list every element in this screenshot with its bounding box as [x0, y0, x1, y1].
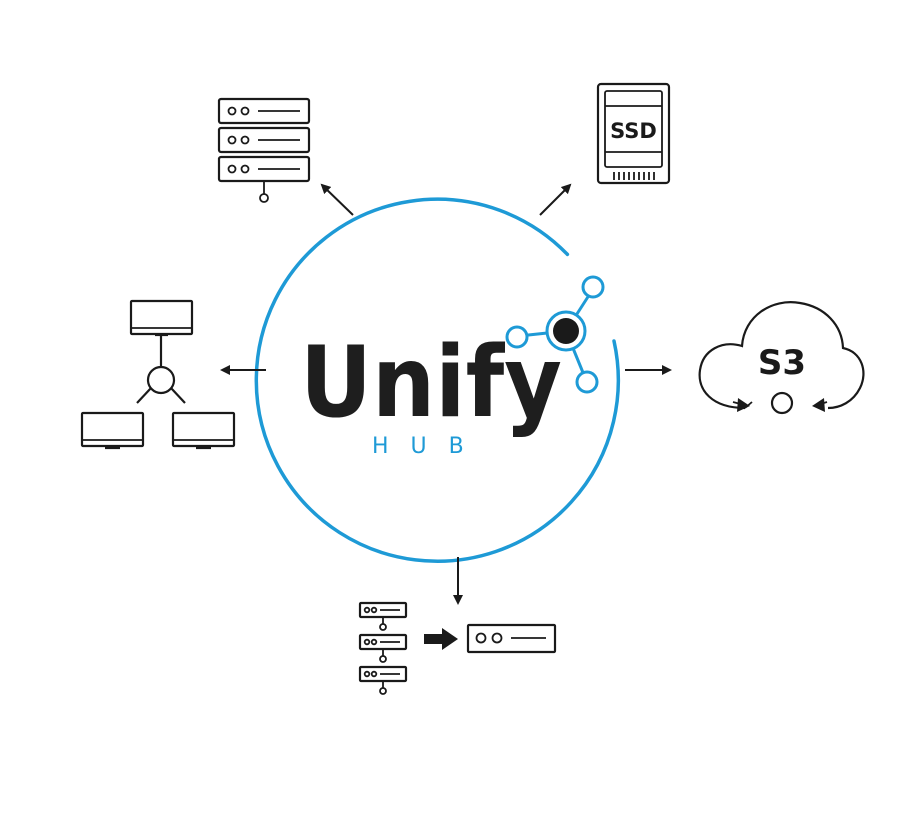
- connection-arrows: [220, 183, 672, 605]
- hub-molecule-icon: [505, 275, 605, 394]
- arrow-to-ssd: [539, 183, 572, 216]
- logo-subtitle: HUB: [372, 434, 486, 459]
- server-stack-icon: [217, 97, 311, 203]
- server-migration-icon: [358, 601, 557, 695]
- ssd-drive-icon: SSD: [596, 82, 671, 185]
- migration-arrow-icon: [424, 628, 458, 650]
- network-computers-icon: [80, 299, 236, 450]
- ssd-label: SSD: [610, 119, 657, 143]
- s3-label: S3: [758, 343, 806, 383]
- arrow-to-server-stack: [320, 183, 354, 216]
- s3-cloud-icon: S3: [698, 301, 865, 415]
- hub-circle: [254, 197, 620, 563]
